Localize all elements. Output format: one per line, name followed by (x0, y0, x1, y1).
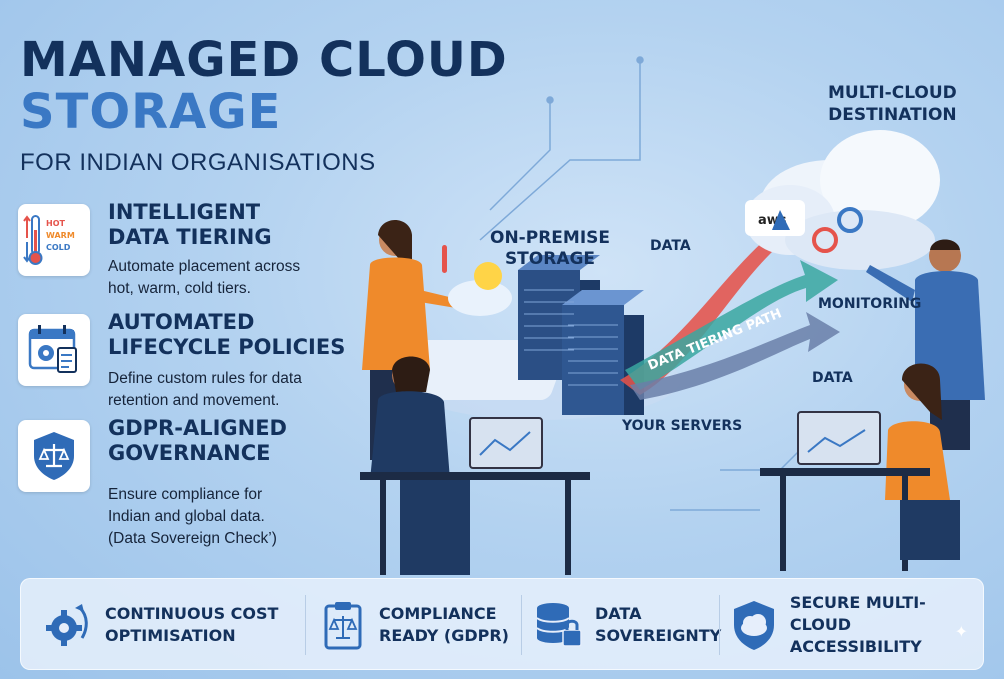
benefit-line2: SOVEREIGNTY (595, 626, 722, 645)
benefit-text: COMPLIANCE READY (GDPR) (379, 603, 509, 647)
database-lock-icon (531, 597, 587, 653)
feature-title-line2: LIFECYCLE POLICIES (108, 335, 346, 359)
thermometer-icon: HOT WARM COLD (18, 204, 90, 276)
feature-title: AUTOMATED LIFECYCLE POLICIES (108, 310, 345, 360)
benefit-line2: ACCESSIBILITY (789, 637, 922, 656)
feature-desc-line1: Ensure compliance for (108, 486, 263, 503)
multi-cloud-line1: MULTI-CLOUD (828, 83, 957, 103)
hot-label: HOT (46, 219, 65, 228)
multi-cloud-destination-label: MULTI-CLOUD DESTINATION (828, 82, 957, 126)
cold-label: COLD (46, 243, 71, 252)
data-top-label: DATA (650, 238, 691, 254)
feature-desc-line2: retention and movement. (108, 392, 280, 409)
laptop-right (797, 411, 881, 465)
warm-label: WARM (46, 231, 75, 240)
calendar-gear-icon (18, 314, 90, 386)
benefit-line2: OPTIMISATION (105, 626, 236, 645)
benefits-bar: CONTINUOUS COST OPTIMISATION COMPLIANCE … (20, 578, 984, 670)
aws-logo (745, 200, 805, 236)
person-seated-woman (760, 363, 960, 571)
feature-title: INTELLIGENT DATA TIERING (108, 200, 272, 250)
benefit-line1: SECURE MULTI-CLOUD (789, 593, 926, 634)
shield-scales-icon (18, 420, 90, 492)
cloud-migration-illustration: DATA TIERING PATH aws (360, 56, 985, 575)
shield-cloud-icon (727, 597, 782, 653)
azure-logo (772, 210, 790, 230)
sparkle-icon: ✦ (954, 624, 968, 641)
person-seated-man (360, 356, 590, 575)
feature-title-line1: AUTOMATED (108, 310, 255, 334)
benefit-text: CONTINUOUS COST OPTIMISATION (105, 603, 278, 647)
divider (305, 595, 306, 655)
on-premise-storage-label: ON-PREMISE STORAGE (490, 228, 610, 270)
laptop (469, 417, 543, 469)
feature-desc-line1: Define custom rules for data (108, 370, 302, 387)
benefit-compliance: COMPLIANCE READY (GDPR) (315, 579, 509, 671)
feature-title-line2: GOVERNANCE (108, 441, 271, 465)
feature-desc-line1: Automate placement across (108, 258, 301, 275)
on-premise-servers (518, 255, 644, 415)
feature-desc-line2: Indian and global data. (108, 508, 265, 525)
monitoring-label: MONITORING (818, 296, 922, 312)
benefit-secure-multi-cloud: SECURE MULTI-CLOUD ACCESSIBILITY (727, 579, 983, 671)
benefit-text: DATA SOVEREIGNTY (595, 603, 721, 647)
feature-title-line2: DATA TIERING (108, 225, 272, 249)
feature-title-line1: INTELLIGENT (108, 200, 261, 224)
idea-cloud-icon (442, 245, 512, 316)
benefit-line1: COMPLIANCE (379, 604, 497, 623)
benefit-text: SECURE MULTI-CLOUD ACCESSIBILITY (790, 592, 983, 658)
page-title-line1: MANAGED CLOUD (20, 32, 508, 88)
data-bottom-label: DATA (812, 370, 853, 386)
page-title-line2: STORAGE (20, 84, 282, 140)
feature-description: Define custom rules for data retention a… (108, 368, 302, 412)
gcp-logo (812, 227, 838, 253)
divider (719, 595, 720, 655)
desk-left (360, 472, 590, 480)
feature-desc-line2: hot, warm, cold tiers. (108, 280, 251, 297)
your-servers-label: YOUR SERVERS (622, 418, 743, 434)
page-subtitle: FOR INDIAN ORGANISATIONS (20, 149, 376, 176)
desk-right (760, 468, 930, 476)
person-standing-right (866, 239, 985, 450)
feature-description: Ensure compliance for Indian and global … (108, 484, 277, 550)
benefit-cost-optimisation: CONTINUOUS COST OPTIMISATION (41, 579, 278, 671)
clipboard-scales-icon (315, 597, 371, 653)
on-premise-line1: ON-PREMISE (490, 228, 610, 248)
multi-cloud-line2: DESTINATION (828, 105, 957, 125)
on-premise-line2: STORAGE (504, 249, 596, 269)
benefit-line1: DATA (595, 604, 642, 623)
divider (521, 595, 522, 655)
benefit-line1: CONTINUOUS COST (105, 604, 279, 623)
feature-description: Automate placement across hot, warm, col… (108, 256, 300, 300)
gear-arrow-icon (41, 597, 97, 653)
feature-title: GDPR-ALIGNED GOVERNANCE (108, 416, 287, 466)
feature-title-line1: GDPR-ALIGNED (108, 416, 287, 440)
benefit-data-sovereignty: DATA SOVEREIGNTY (531, 579, 721, 671)
multi-cloud-cluster: aws (745, 130, 940, 270)
benefit-line2: READY (GDPR) (379, 626, 509, 645)
feature-desc-line3: (Data Sovereign Check’) (108, 530, 277, 547)
gcp-logo-secondary (837, 207, 863, 233)
